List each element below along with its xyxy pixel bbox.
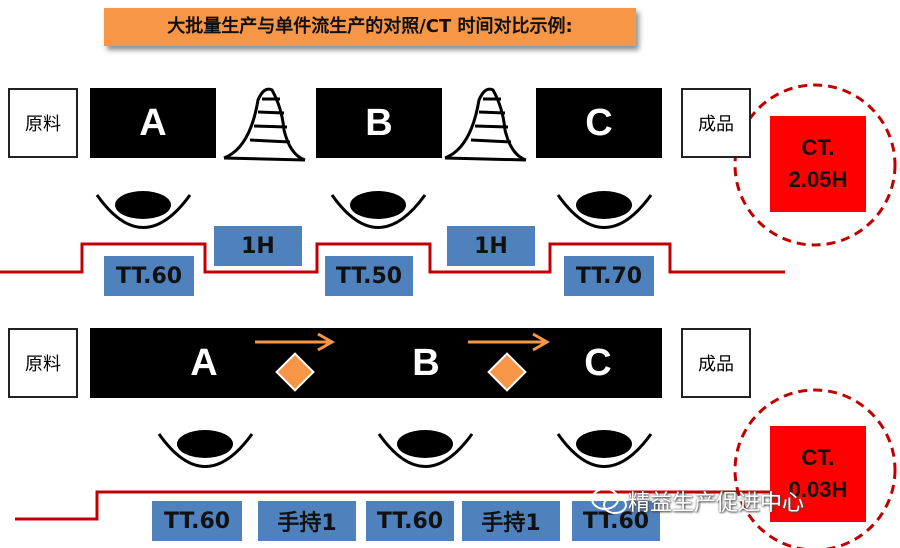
- watermark: 精益生产促进中心: [590, 484, 890, 518]
- hold-qty-1: 手持1: [258, 501, 356, 541]
- station-c-top: C: [536, 88, 662, 158]
- wip-pile-icon-2: [444, 87, 527, 162]
- station-b-top: B: [316, 88, 442, 158]
- takt-time-top-a: TT.60: [104, 256, 194, 296]
- takt-time-bottom-a: TT.60: [152, 501, 242, 541]
- cycle-time-label-top: CT.: [801, 135, 835, 160]
- wip-time-1: 1H: [214, 226, 302, 266]
- bottom-flow-line: [15, 490, 785, 521]
- flow-arrow-icon-2: [468, 332, 551, 352]
- station-b-bottom: B: [412, 342, 440, 384]
- takt-time-top-b: TT.50: [325, 256, 413, 296]
- raw-material-box-bottom: 原料: [8, 328, 78, 398]
- cycle-time-value-bottom: 0.03H: [788, 477, 848, 502]
- operator-icon-bottom-b: [377, 430, 474, 468]
- takt-time-top-c: TT.70: [564, 256, 654, 296]
- wip-time-2: 1H: [447, 226, 535, 266]
- operator-icon-bottom-a: [157, 430, 254, 468]
- cycle-time-value-top: 2.05H: [788, 167, 848, 192]
- hold-qty-2: 手持1: [462, 501, 560, 541]
- inspection-diamond-icon-2: [487, 352, 527, 392]
- station-a-top: A: [90, 88, 216, 158]
- wechat-icon: [591, 488, 627, 514]
- top-flow-line: [0, 242, 785, 274]
- ct-dashed-circle-top: [733, 83, 897, 247]
- inspection-diamond-icon-1: [275, 352, 315, 392]
- ct-dashed-circle-bottom: [733, 388, 897, 548]
- raw-material-box-top: 原料: [8, 88, 78, 158]
- page-title: 大批量生产与单件流生产的对照/CT 时间对比示例:: [104, 8, 636, 46]
- cycle-time-box-top: CT. 2.05H: [770, 116, 866, 212]
- operator-icon-top-b: [330, 191, 427, 229]
- cycle-time-label-bottom: CT.: [801, 445, 835, 470]
- operator-icon-top-c: [556, 191, 653, 229]
- operator-icon-top-a: [95, 191, 192, 229]
- single-piece-flow-line: [90, 328, 662, 398]
- station-a-bottom: A: [190, 342, 218, 384]
- takt-time-bottom-c: TT.60: [572, 501, 660, 541]
- station-c-bottom: C: [584, 342, 612, 384]
- operator-icon-bottom-c: [556, 430, 653, 468]
- takt-time-bottom-b: TT.60: [366, 501, 454, 541]
- flow-arrow-icon-1: [255, 332, 336, 352]
- watermark-text: 精益生产促进中心: [628, 491, 805, 516]
- finished-goods-box-top: 成品: [681, 88, 751, 158]
- cycle-time-box-bottom: CT. 0.03H: [770, 426, 866, 522]
- wip-pile-icon-1: [223, 87, 306, 162]
- finished-goods-box-bottom: 成品: [681, 328, 751, 398]
